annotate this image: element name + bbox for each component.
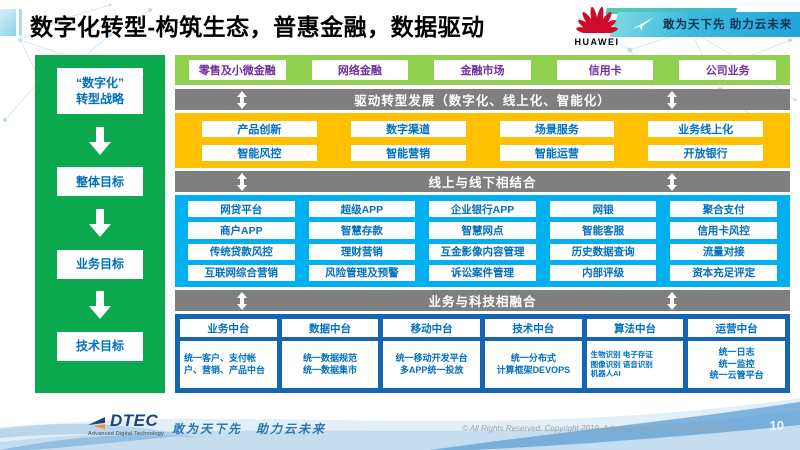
down-arrow-icon — [89, 126, 111, 155]
system-box: 超级APP — [308, 201, 416, 218]
dtec-wordmark: DTEC — [110, 411, 159, 430]
vertical-double-arrow-icon — [667, 173, 677, 191]
huawei-logo: HUAWEI — [574, 3, 620, 47]
system-box: 智慧网点 — [429, 222, 536, 239]
platform-header: 算法中台 — [586, 319, 684, 337]
huawei-wordmark: HUAWEI — [574, 37, 620, 47]
platform-column-tech: 技术中台 统一分布式 计算框架DEVOPS — [484, 319, 582, 388]
platform-column-algorithm: 算法中台 生物识别 电子存证 图像识别 语音识别 机器人AI — [586, 319, 684, 388]
huawei-flower-icon — [576, 6, 618, 35]
bar-label: 线上与线下相结合 — [428, 176, 537, 190]
system-box: 企业银行APP — [429, 201, 536, 218]
dtec-arrow-icon — [88, 417, 105, 429]
business-line-box: 零售及小微金融 — [189, 60, 286, 80]
strategy-sidebar: “数字化” 转型战略 整体目标 业务目标 技术目标 — [35, 55, 165, 393]
platform-body: 统一分布式 计算框架DEVOPS — [484, 341, 582, 388]
bar-label: 业务与科技相融合 — [428, 295, 537, 309]
business-line-box: 金融市场 — [434, 60, 531, 80]
system-box: 历史数据查询 — [549, 243, 657, 260]
system-box: 内部评级 — [549, 264, 657, 281]
title-accent-marker — [0, 9, 16, 36]
platform-column-business: 业务中台 统一客户、支付帐户、营销、产品中台 — [180, 319, 277, 388]
sidebar-item-tech-goal: 技术目标 — [57, 331, 143, 361]
capability-box: 数字渠道 — [350, 121, 466, 137]
footer-slogan: 敢为天下先 助力云未来 — [172, 422, 327, 436]
system-box: 风险管理及预警 — [308, 264, 416, 281]
system-box: 网贷平台 — [188, 201, 295, 218]
title-accent-line — [19, 9, 22, 36]
business-line-box: 信用卡 — [556, 60, 654, 80]
system-box: 理财营销 — [308, 243, 416, 260]
vertical-double-arrow-icon — [667, 91, 677, 109]
vertical-double-arrow-icon — [237, 292, 247, 310]
platform-header: 移动中台 — [383, 319, 480, 337]
dtec-subtext: Advanced Digital Technology — [88, 431, 164, 437]
platform-body: 统一客户、支付帐户、营销、产品中台 — [180, 341, 277, 388]
platform-header: 业务中台 — [180, 319, 277, 337]
system-box: 网银 — [549, 201, 657, 218]
platform-header: 运营中台 — [688, 319, 785, 337]
business-lines-row: 零售及小微金融 网络金融 金融市场 信用卡 公司业务 — [175, 55, 790, 85]
slogan-banner-content: 敢为天下先 助力云未来 — [632, 16, 792, 32]
system-box: 互联网综合营销 — [188, 264, 295, 281]
vertical-double-arrow-icon — [237, 173, 247, 191]
sidebar-item-overall-goal: 整体目标 — [57, 167, 143, 197]
system-box: 资本充足评定 — [670, 264, 777, 281]
banner-slogan-text: 敢为天下先 助力云未来 — [663, 19, 793, 31]
system-box: 诉讼案件管理 — [429, 264, 536, 281]
capability-box: 开放银行 — [648, 145, 763, 161]
diagram-main: 零售及小微金融 网络金融 金融市场 信用卡 公司业务 驱动转型发展（数字化、线上… — [175, 55, 790, 393]
system-box: 商户APP — [188, 222, 295, 239]
down-arrow-icon — [89, 208, 111, 237]
sidebar-item-digital-strategy: “数字化” 转型战略 — [57, 68, 143, 114]
system-box: 传统贷款风控 — [188, 243, 295, 260]
copyright-text: © All Rights Reserved. Copyright 2019. A… — [462, 424, 736, 433]
capability-box: 智能风控 — [202, 145, 317, 161]
system-box: 信用卡风控 — [670, 222, 777, 239]
paper-plane-icon — [632, 16, 654, 31]
business-line-box: 网络金融 — [311, 60, 409, 80]
page-title: 数字化转型-构筑生态，普惠金融，数据驱动 — [30, 14, 485, 40]
down-arrow-icon — [89, 291, 111, 320]
vertical-double-arrow-icon — [667, 292, 677, 310]
bar-business-tech-fusion: 业务与科技相融合 — [175, 290, 790, 311]
platform-section: 业务中台 统一客户、支付帐户、营销、产品中台 数据中台 统一数据规范 统一数据集… — [175, 314, 790, 393]
platform-column-data: 数据中台 统一数据规范 统一数据集市 — [281, 319, 379, 388]
page-number: 10 — [769, 418, 784, 433]
platform-column-operation: 运营中台 统一日志 统一监控 统一云管平台 — [688, 319, 785, 388]
platform-header: 数据中台 — [281, 319, 379, 337]
business-line-box: 公司业务 — [679, 60, 776, 80]
sidebar-item-business-goal: 业务目标 — [57, 249, 143, 279]
platform-header: 技术中台 — [484, 319, 582, 337]
platform-body: 统一移动开发平台 多APP统一投放 — [383, 341, 480, 388]
bar-label: 驱动转型发展（数字化、线上化、智能化） — [354, 94, 611, 108]
system-box: 流量对接 — [670, 243, 777, 260]
capability-box: 业务线上化 — [648, 121, 763, 137]
digital-capability-section: 产品创新 数字渠道 场景服务 业务线上化 智能风控 智能营销 智能运营 开放银行 — [175, 113, 790, 168]
vertical-double-arrow-icon — [237, 91, 247, 109]
online-systems-section: 网贷平台 超级APP 企业银行APP 网银 聚合支付 商户APP 智慧存款 智慧… — [175, 195, 790, 287]
bar-drive-transformation: 驱动转型发展（数字化、线上化、智能化） — [175, 89, 790, 110]
capability-box: 智能营销 — [350, 145, 466, 161]
system-box: 聚合支付 — [670, 201, 777, 218]
bar-online-offline: 线上与线下相结合 — [175, 171, 790, 192]
platform-column-mobile: 移动中台 统一移动开发平台 多APP统一投放 — [383, 319, 480, 388]
platform-body: 统一数据规范 统一数据集市 — [281, 341, 379, 388]
system-box: 互金影像内容管理 — [429, 243, 536, 260]
capability-box: 智能运营 — [499, 145, 615, 161]
platform-body: 统一日志 统一监控 统一云管平台 — [688, 341, 785, 388]
capability-box: 场景服务 — [499, 121, 615, 137]
system-box: 智慧存款 — [308, 222, 416, 239]
system-box: 智能客服 — [549, 222, 657, 239]
capability-box: 产品创新 — [202, 121, 317, 137]
platform-body: 生物识别 电子存证 图像识别 语音识别 机器人AI — [586, 341, 684, 388]
dtec-logo: DTEC Advanced Digital Technology — [88, 411, 164, 437]
